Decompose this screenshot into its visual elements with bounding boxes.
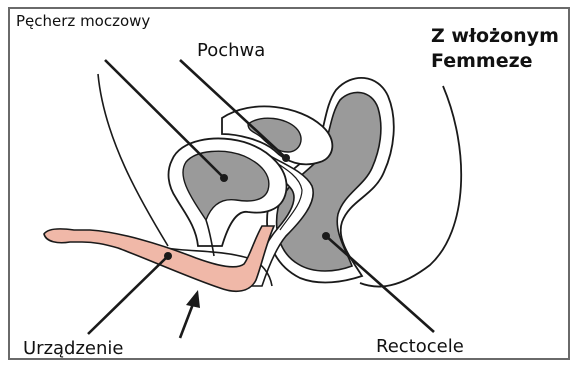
device-leader-dot <box>164 252 172 260</box>
arrow-shaft <box>180 304 193 338</box>
femmeze-device <box>44 226 274 291</box>
bladder-leader-dot <box>220 174 228 182</box>
title: Z włożonym Femmeze <box>431 24 559 74</box>
rectocele-leader-line <box>326 236 434 332</box>
bladder-leader-line <box>105 60 224 178</box>
front-body-contour <box>98 74 168 246</box>
vagina-leader-dot <box>282 154 290 162</box>
title-line-1: Z włożonym <box>431 24 559 49</box>
rectocele-label: Rectocele <box>376 338 464 356</box>
title-line-2: Femmeze <box>431 49 559 74</box>
device-leader-line <box>88 256 168 334</box>
device-label: Urządzenie <box>23 340 124 358</box>
rectocele-leader-dot <box>322 232 330 240</box>
bladder-label: Pęcherz moczowy <box>16 14 150 29</box>
vagina-label: Pochwa <box>197 42 265 60</box>
arrow-head-icon <box>186 290 200 308</box>
